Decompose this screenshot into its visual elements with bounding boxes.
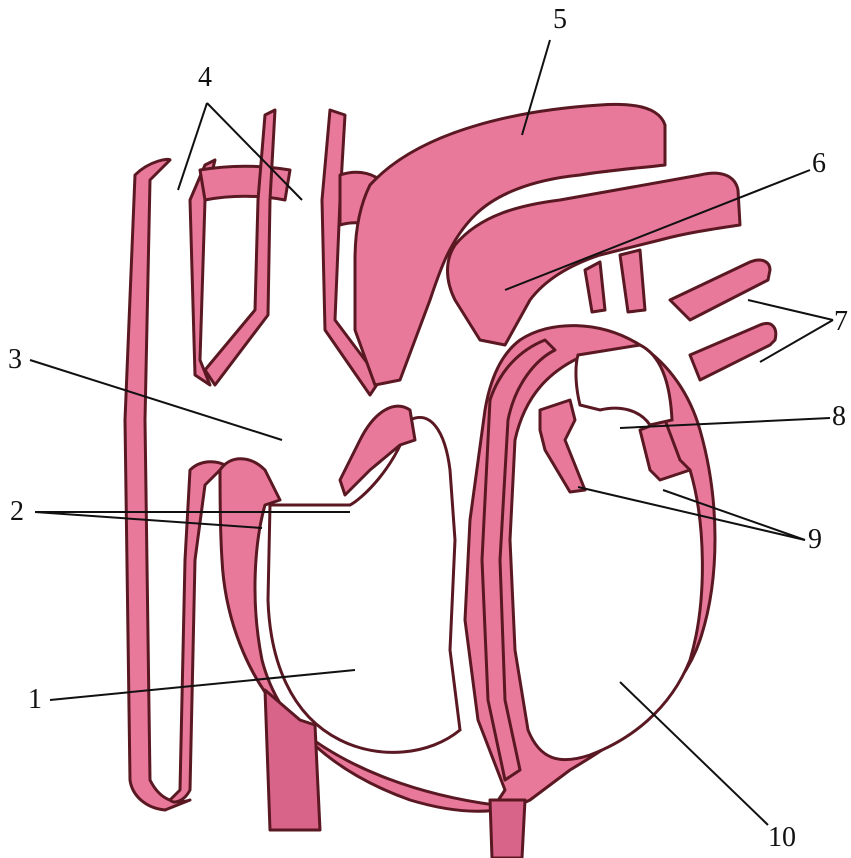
leader-line-3 [30, 360, 282, 440]
leader-line-10 [620, 682, 768, 825]
label-2: 2 [10, 496, 24, 527]
pulmonary-vein-upper [670, 260, 770, 320]
apex-stump [490, 800, 525, 858]
svc-bridge-top [200, 166, 290, 200]
label-9: 9 [808, 524, 822, 555]
heart-illustration [125, 104, 776, 858]
label-10: 10 [768, 822, 796, 853]
leader-line-7a [748, 300, 833, 320]
pulmonary-vein-lower [690, 323, 776, 380]
svc-window-right-wall [205, 110, 275, 385]
pulmonary-artery-branch [585, 262, 605, 312]
pulmonary-artery-branch-2 [620, 250, 645, 312]
label-5: 5 [553, 4, 567, 35]
label-7: 7 [834, 306, 848, 337]
label-1: 1 [28, 684, 42, 715]
label-4: 4 [198, 62, 212, 93]
label-8: 8 [832, 401, 846, 432]
label-3: 3 [8, 344, 22, 375]
label-6: 6 [812, 148, 826, 179]
